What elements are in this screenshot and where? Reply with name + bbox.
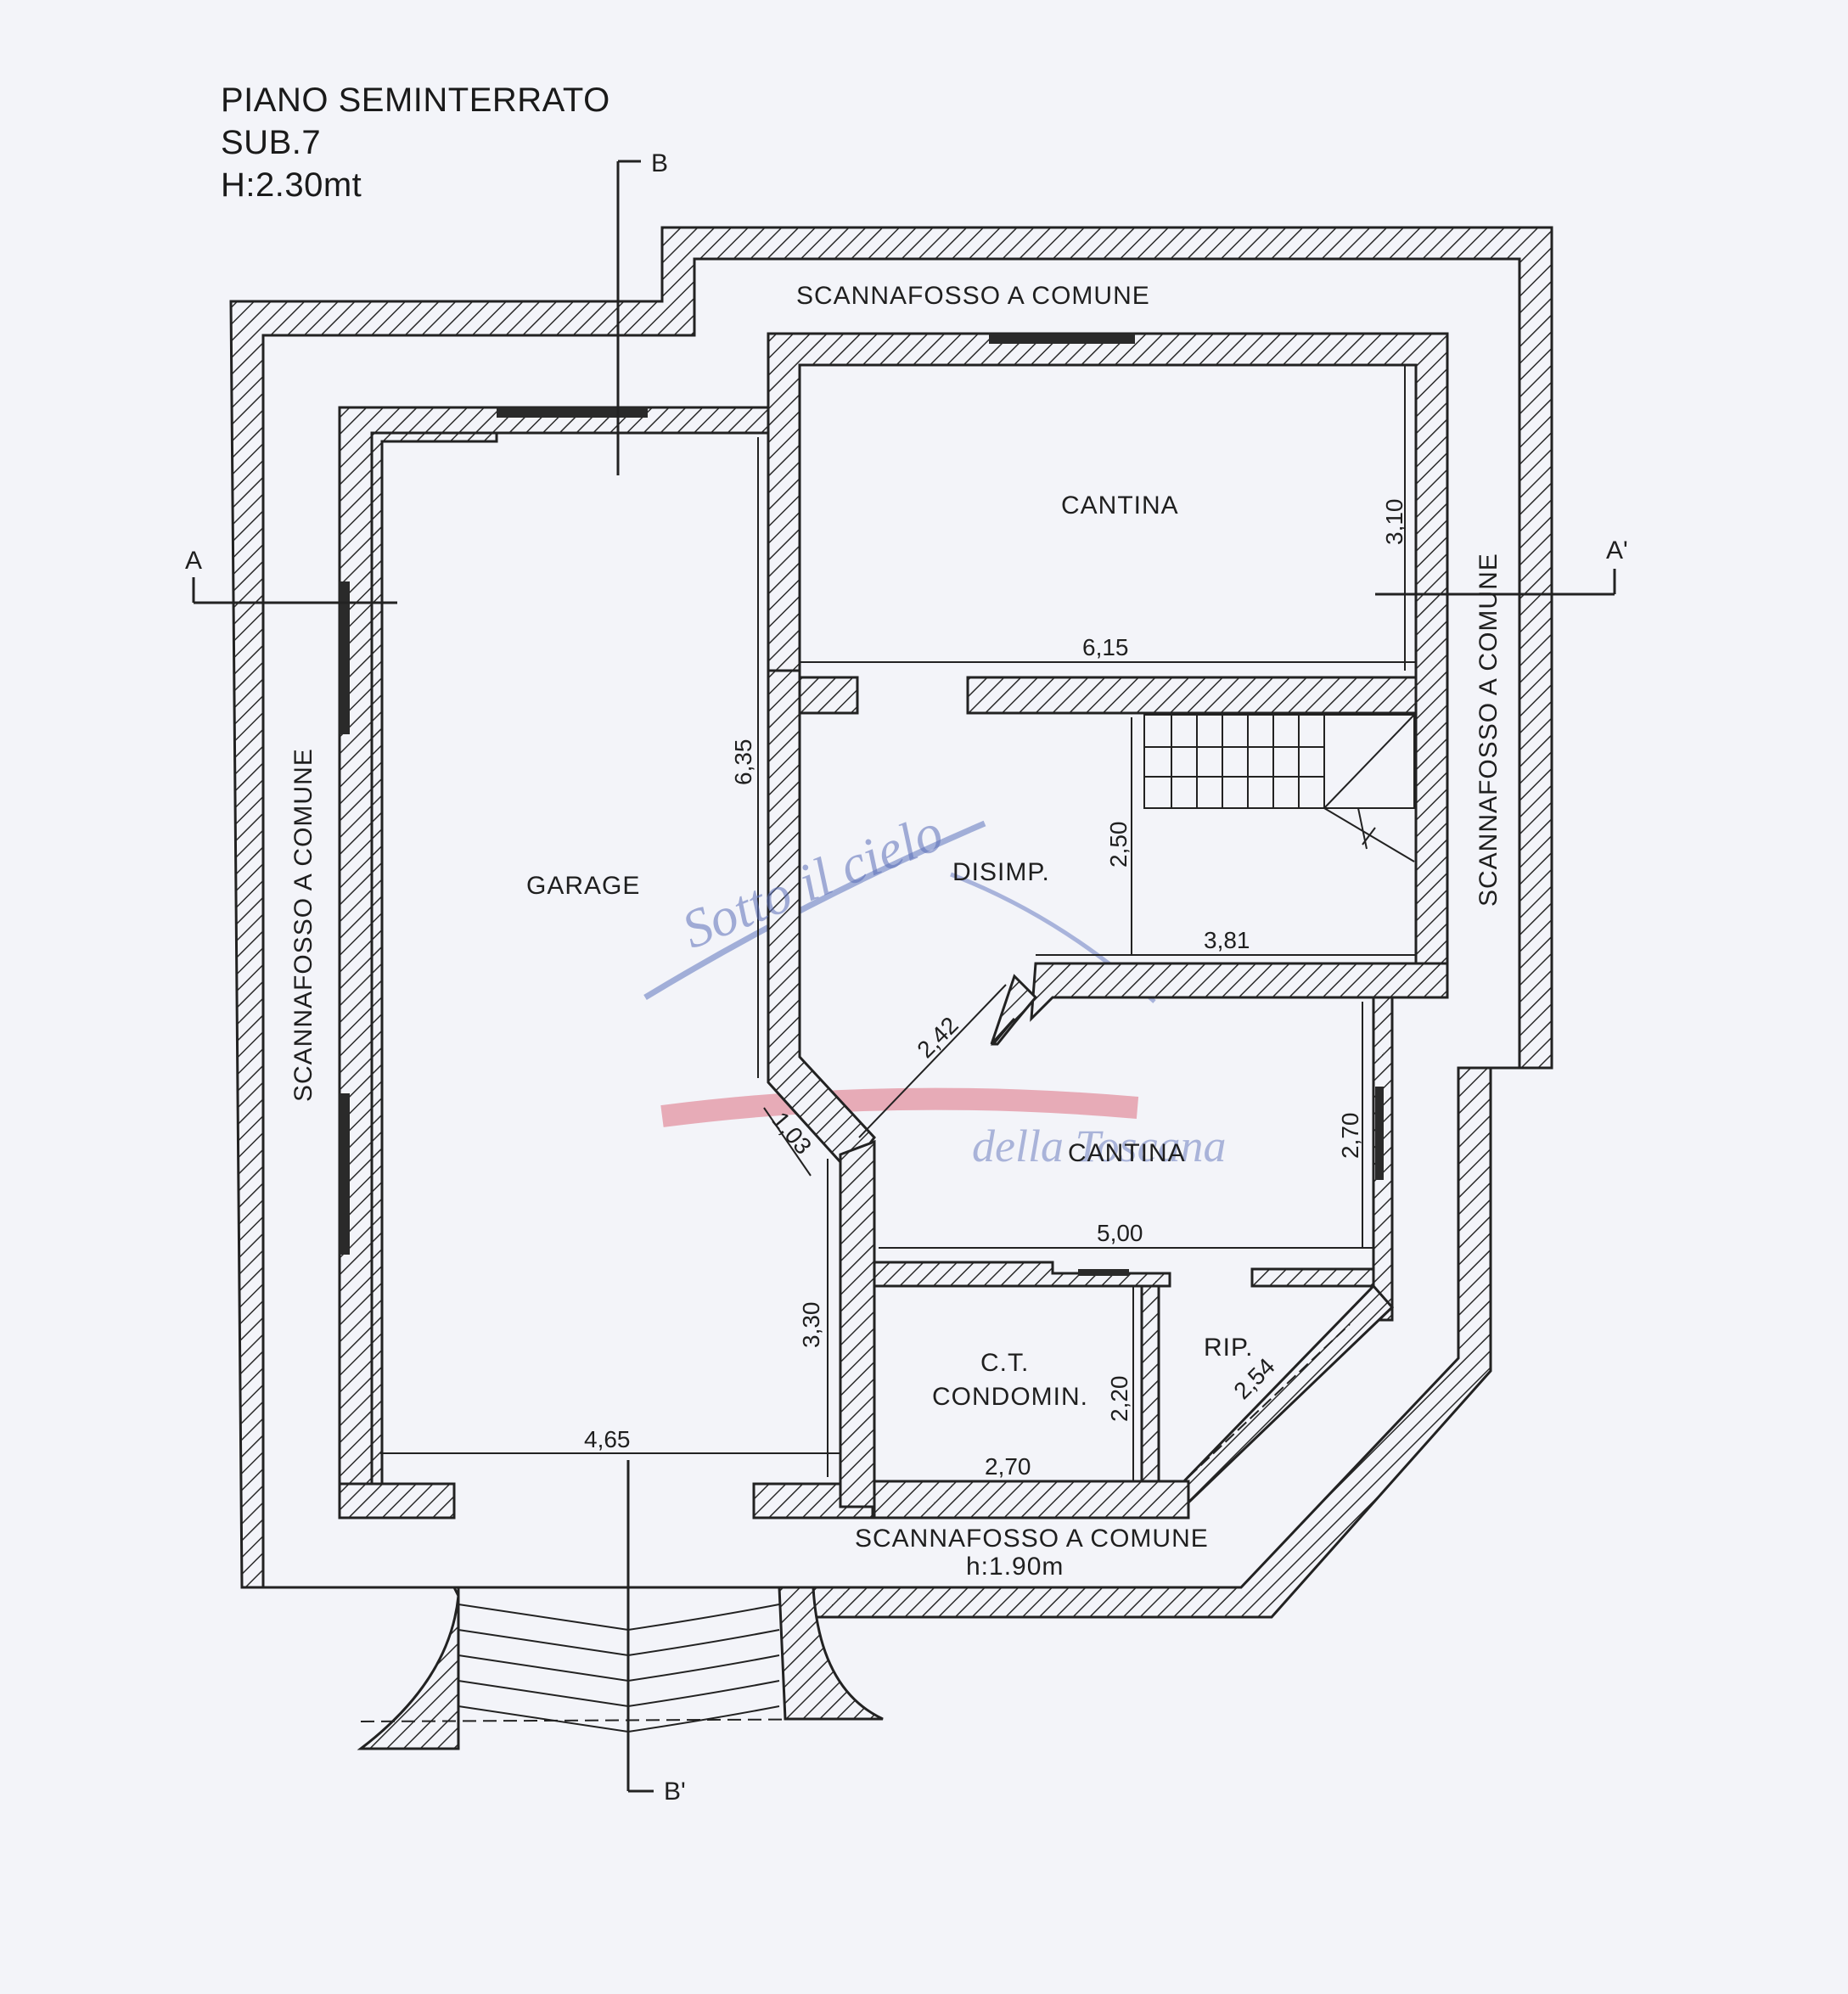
watermark-red-stroke xyxy=(660,1087,1139,1127)
entrance-stairs xyxy=(357,1586,884,1750)
lower-spine-wall xyxy=(839,1139,876,1508)
plan-title: PIANO SEMINTERRATO xyxy=(221,81,610,119)
disimp-diagonal-wall xyxy=(990,974,1038,1046)
ct-top-wall xyxy=(873,1261,1171,1288)
ct-top-window xyxy=(1078,1269,1129,1276)
room-label-ct-line1: C.T. xyxy=(980,1349,1029,1377)
plan-subunit: SUB.7 xyxy=(221,124,322,161)
garage-top-window xyxy=(497,407,648,418)
room-label-disimp: DISIMP. xyxy=(952,858,1050,886)
cantina-divider-left xyxy=(798,676,859,715)
dim-garage-height-lower: 3,30 xyxy=(798,1302,824,1349)
central-spine-wall xyxy=(767,669,876,1174)
section-b-label: B xyxy=(651,149,668,177)
garage-left-window-upper xyxy=(340,581,350,734)
garage-bottom-left-wall xyxy=(338,1482,456,1519)
dim-ct-width: 2,70 xyxy=(985,1453,1031,1480)
dim-diagonal-disimp: 2,42 xyxy=(912,1012,963,1063)
disimp-bottom-wall xyxy=(1030,962,1449,1022)
cantina-divider-right xyxy=(966,676,1418,715)
dim-cantina-height: 3,10 xyxy=(1381,499,1407,546)
watermark-line2: della Toscana xyxy=(972,1121,1227,1171)
watermark-line1: Sotto il cielo xyxy=(674,801,952,960)
room-label-rip: RIP. xyxy=(1204,1334,1253,1362)
ct-right-wall xyxy=(1140,1284,1160,1496)
room-label-garage: GARAGE xyxy=(526,872,640,900)
dim-cantina2-height: 2,70 xyxy=(1337,1113,1363,1160)
room-label-cantina-top: CANTINA xyxy=(1061,491,1179,520)
room-label-ct-line2: CONDOMIN. xyxy=(932,1383,1088,1411)
room-label-cantina-bottom: CANTINA xyxy=(1068,1139,1186,1167)
dim-disimp-height: 2,50 xyxy=(1105,822,1132,868)
scannafosso-right-label: SCANNAFOSSO A COMUNE xyxy=(1474,553,1503,907)
garage-left-wall-inner xyxy=(370,431,498,1496)
watermark-blue-stroke xyxy=(643,820,986,1000)
plan-height: H:2.30mt xyxy=(221,166,362,204)
rip-top-wall xyxy=(1250,1267,1375,1288)
garage-left-window-lower xyxy=(340,1093,350,1255)
dim-cantina2-width: 5,00 xyxy=(1097,1220,1143,1246)
dimension-lines xyxy=(380,365,1416,1482)
stair-flight xyxy=(1143,714,1415,862)
cantina2-right-window xyxy=(1375,1087,1384,1180)
dim-garage-width: 4,65 xyxy=(584,1426,631,1452)
dim-ct-height: 2,20 xyxy=(1106,1376,1132,1423)
dim-garage-height-upper: 6,35 xyxy=(730,739,756,786)
section-a-prime-label: A' xyxy=(1606,536,1628,564)
section-b-prime-label: B' xyxy=(664,1778,686,1806)
scannafosso-bottom-label: SCANNAFOSSO A COMUNE xyxy=(855,1525,1209,1553)
scannafosso-left-label: SCANNAFOSSO A COMUNE xyxy=(289,748,317,1102)
bottom-inner-wall xyxy=(873,1480,1190,1519)
section-lines xyxy=(192,160,1616,1793)
dim-disimp-width: 3,81 xyxy=(1204,927,1250,953)
scannafosso-bottom-height: h:1.90m xyxy=(966,1553,1064,1581)
dim-cantina-width: 6,15 xyxy=(1082,634,1129,660)
cantina-top-window xyxy=(989,334,1135,344)
section-a-label: A xyxy=(185,547,202,575)
outer-wall xyxy=(229,226,1553,1619)
scannafosso-top-label: SCANNAFOSSO A COMUNE xyxy=(796,282,1150,310)
cantina-outer-wall xyxy=(767,332,1449,999)
